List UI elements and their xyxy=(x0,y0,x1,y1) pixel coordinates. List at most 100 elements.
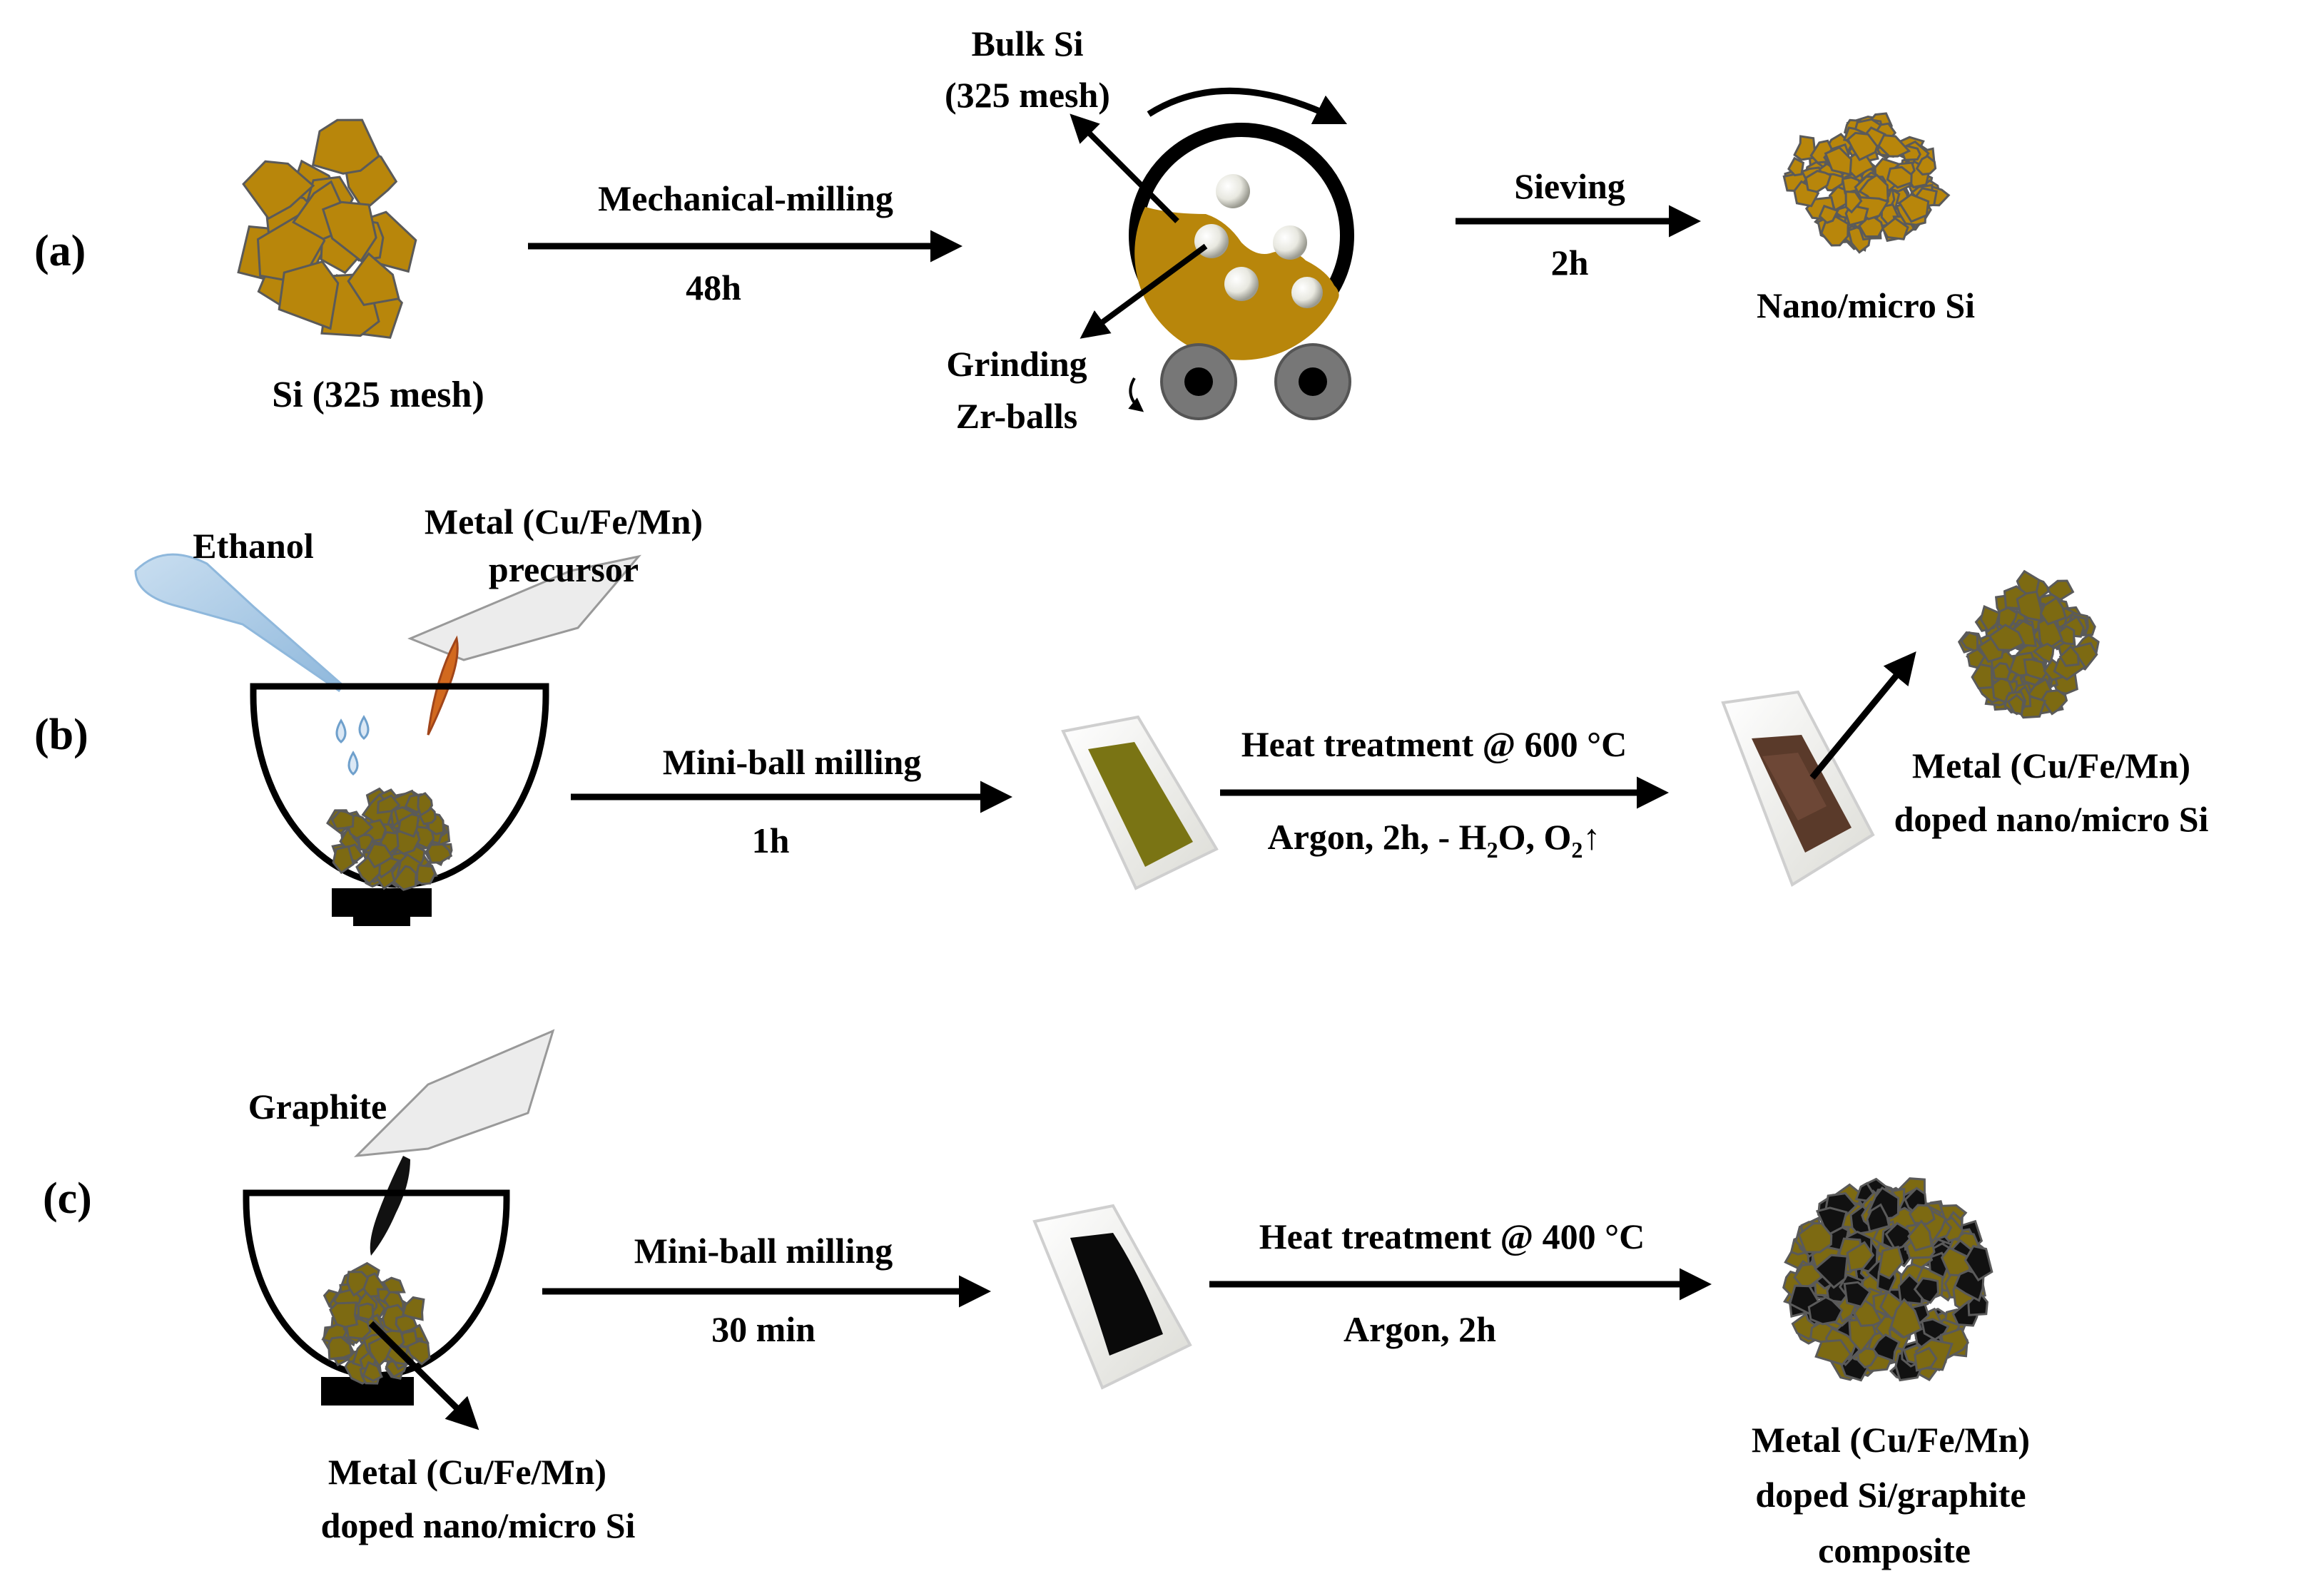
si-particle xyxy=(1914,1346,1938,1372)
si-particle xyxy=(1988,624,2026,651)
si-particle xyxy=(329,1301,359,1328)
milling-time-label-b: 1h xyxy=(752,820,790,860)
si-particle xyxy=(426,843,453,864)
bowl-content-pointer xyxy=(368,1321,479,1430)
si-particle xyxy=(1814,1338,1852,1366)
ethanol-pipette xyxy=(134,553,370,776)
si-particle xyxy=(1877,1245,1904,1280)
si-particle xyxy=(242,160,315,220)
si-particle xyxy=(347,252,400,307)
bulk-si-pointer xyxy=(1070,113,1179,223)
si-particle xyxy=(278,260,340,330)
mini-ball-milling-label-c: Mini-ball milling xyxy=(634,1231,893,1271)
nano-micro-si-label: Nano/micro Si xyxy=(1757,285,1975,325)
si-particle xyxy=(1877,134,1911,158)
si-particle xyxy=(311,118,380,175)
si-particle xyxy=(1847,131,1879,162)
heat-treatment-label-c: Heat treatment @ 400 °C xyxy=(1259,1216,1645,1256)
si-particle xyxy=(1804,170,1832,193)
si-label: Si (325 mesh) xyxy=(272,375,484,415)
si-particle xyxy=(321,200,377,263)
milling-time-label: 48h xyxy=(686,268,741,307)
si-particle xyxy=(1960,631,1979,654)
si-particle xyxy=(1848,1317,1877,1354)
mixing-bowl-b xyxy=(250,683,549,926)
graphite-flake xyxy=(1815,1206,1848,1237)
panel-a-label: (a) xyxy=(34,227,86,275)
graphite-flake xyxy=(1913,1276,1940,1304)
graphite-flake xyxy=(1967,1290,1988,1316)
si-particle xyxy=(2032,642,2055,664)
si-particle xyxy=(346,1271,370,1297)
crucible-b1 xyxy=(1061,715,1219,890)
graphite-flake xyxy=(1854,1181,1875,1202)
si-particle xyxy=(1915,155,1937,176)
panel-a: (a) Si (325 mesh) Mechanical-milling 48h xyxy=(34,24,1975,436)
ethanol-label: Ethanol xyxy=(193,526,314,566)
heat-conditions-text: Argon, 2h, - H xyxy=(1268,817,1487,857)
si-particle xyxy=(1881,217,1909,240)
zr-ball xyxy=(1216,174,1250,208)
si-particle xyxy=(2058,644,2080,667)
zr-ball xyxy=(1224,267,1259,301)
si-particle xyxy=(392,865,417,891)
ball-mill xyxy=(1070,87,1354,420)
mini-ball-milling-label-b: Mini-ball milling xyxy=(663,742,922,782)
heat-conditions-mid: O, O xyxy=(1498,817,1572,857)
sieving-time-label: 2h xyxy=(1551,243,1589,283)
graphite-flake xyxy=(1884,1221,1914,1251)
si-particle xyxy=(327,1336,353,1361)
si-particle xyxy=(402,1296,425,1321)
zr-balls-label: Zr-balls xyxy=(956,396,1077,436)
bowl-content-label-2: doped nano/micro Si xyxy=(321,1505,636,1545)
bulk-si-label: Bulk Si xyxy=(971,24,1083,63)
si-particle xyxy=(1797,1222,1833,1254)
wheel-rotation-arrow xyxy=(1128,377,1144,412)
mechanical-milling-label: Mechanical-milling xyxy=(598,178,893,218)
bowl-doped-particles xyxy=(321,1261,431,1385)
release-arrow-icon: ↑ xyxy=(1583,817,1600,857)
si-particle xyxy=(377,794,401,815)
panel-b: (b) Ethanol Metal (Cu/Fe/Mn) precursor M… xyxy=(34,502,2209,926)
grinding-label: Grinding xyxy=(946,344,1087,384)
graphite-flake xyxy=(1871,1333,1901,1363)
si-particle xyxy=(330,809,355,830)
ethanol-drop xyxy=(358,715,370,740)
grinding-balls-pointer xyxy=(1080,243,1208,339)
si-particle xyxy=(2046,579,2075,601)
panel-c: (c) Graphite Metal (Cu/Fe/Mn) doped nano… xyxy=(43,1029,2030,1570)
zr-ball xyxy=(1291,277,1323,308)
panel-b-label: (b) xyxy=(34,711,88,759)
si-particle xyxy=(397,813,420,838)
graphite-flake xyxy=(1807,1296,1844,1326)
sieving-label: Sieving xyxy=(1514,166,1625,206)
precursor-label: Metal (Cu/Fe/Mn) xyxy=(425,502,703,542)
si-particle xyxy=(1844,190,1863,214)
si-particle xyxy=(1824,146,1853,176)
si-coarse-particles xyxy=(237,118,417,339)
si-particle xyxy=(382,1276,406,1293)
si-particle xyxy=(1886,166,1913,189)
si-particle xyxy=(417,792,433,817)
si-particle xyxy=(332,845,355,875)
ethanol-drop xyxy=(347,751,359,776)
crucible-c xyxy=(1032,1204,1192,1390)
doped-si-label-2: doped nano/micro Si xyxy=(1894,799,2209,839)
si-particle xyxy=(1846,1241,1875,1272)
mixing-bowl-c xyxy=(243,1189,510,1406)
si-particle xyxy=(2023,658,2048,681)
doped-si-particles xyxy=(1957,569,2100,719)
bulk-si-mesh-label: (325 mesh) xyxy=(945,75,1110,115)
composite-label-2: doped Si/graphite xyxy=(1755,1475,2026,1515)
panel-c-label: (c) xyxy=(43,1174,92,1223)
mill-wheel-hub xyxy=(1299,367,1327,396)
si-particle xyxy=(357,1302,375,1321)
o2-subscript: 2 xyxy=(1571,837,1583,863)
graphite-label: Graphite xyxy=(248,1087,387,1127)
si-particle xyxy=(357,833,375,852)
si-particle xyxy=(415,864,437,885)
si-particle xyxy=(1898,193,1930,223)
si-particle xyxy=(2039,596,2068,626)
graphite-flake xyxy=(1964,1244,1993,1282)
